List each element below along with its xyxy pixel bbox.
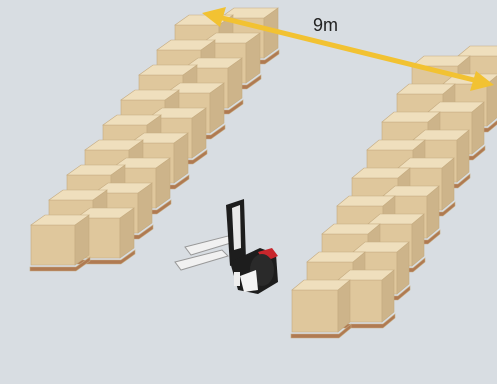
box-front [31,225,75,265]
dimension-label: 9m [313,15,338,35]
box-front [292,290,338,332]
